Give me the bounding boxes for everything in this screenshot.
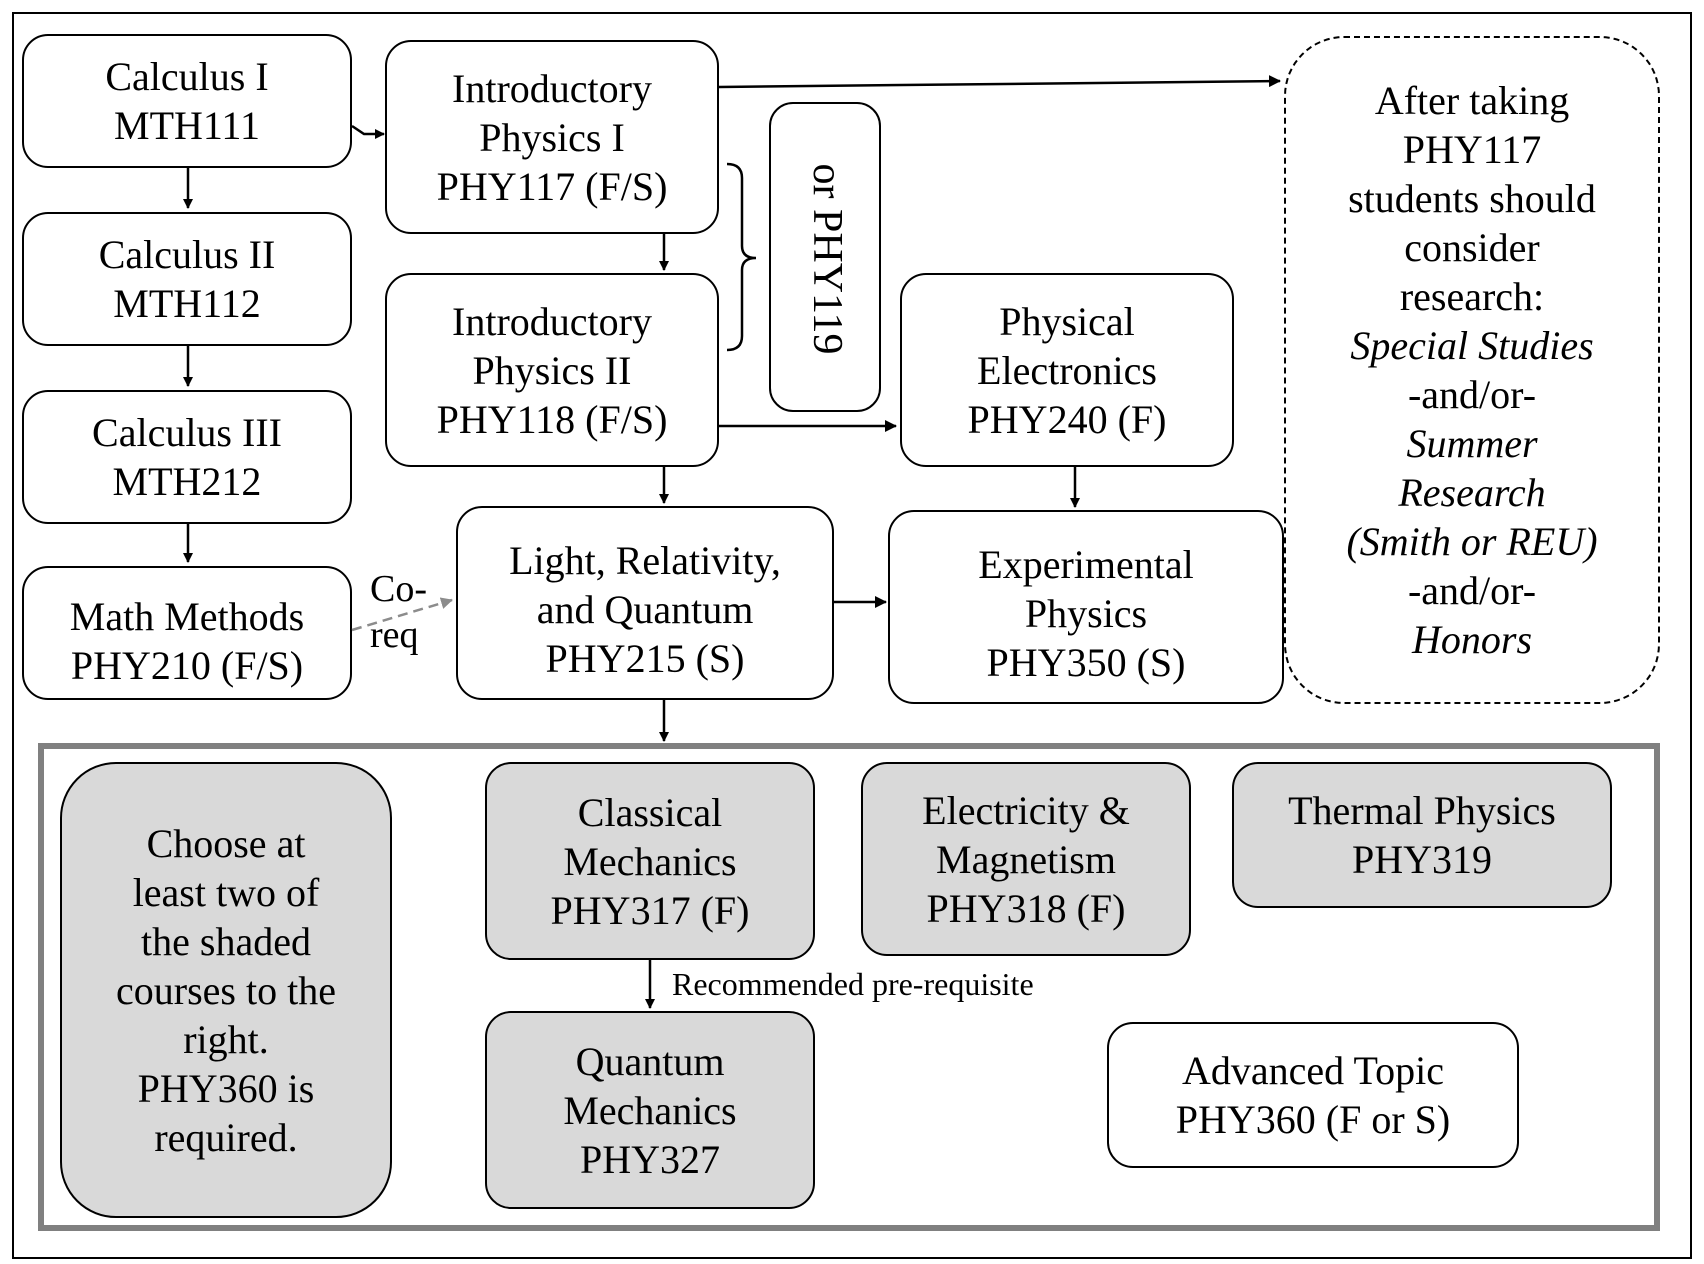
course-phy119-alternative: or PHY119 bbox=[769, 102, 881, 412]
course-phy360: Advanced Topic PHY360 (F or S) bbox=[1107, 1022, 1519, 1168]
course-phy117: Introductory Physics I PHY117 (F/S) bbox=[385, 40, 719, 234]
course-calculus-2: Calculus II MTH112 bbox=[22, 212, 352, 346]
research-note: After taking PHY117 students should cons… bbox=[1284, 36, 1660, 704]
course-calculus-1: Calculus I MTH111 bbox=[22, 34, 352, 168]
recommended-prerequisite-label: Recommended pre-requisite bbox=[672, 966, 1034, 1002]
course-math-methods: Math Methods PHY210 (F/S) bbox=[22, 566, 352, 700]
elective-group-frame bbox=[38, 743, 1660, 1231]
course-phy317: Classical Mechanics PHY317 (F) bbox=[485, 762, 815, 960]
brace-phy117-phy118 bbox=[726, 162, 757, 352]
course-phy319: Thermal Physics PHY319 bbox=[1232, 762, 1612, 908]
course-phy350: Experimental Physics PHY350 (S) bbox=[888, 510, 1284, 704]
course-phy327: Quantum Mechanics PHY327 bbox=[485, 1011, 815, 1209]
course-phy240: Physical Electronics PHY240 (F) bbox=[900, 273, 1234, 467]
course-phy118: Introductory Physics II PHY118 (F/S) bbox=[385, 273, 719, 467]
arrow-calc1-phy117 bbox=[351, 124, 385, 139]
course-phy215: Light, Relativity, and Quantum PHY215 (S… bbox=[456, 506, 834, 700]
arrow-coreq-mathmethods-phy215 bbox=[351, 597, 453, 632]
arrow-phy117-research bbox=[718, 75, 1281, 89]
elective-instructions: Choose at least two of the shaded course… bbox=[60, 762, 392, 1218]
diagram-frame bbox=[12, 12, 1692, 1259]
course-calculus-3: Calculus III MTH212 bbox=[22, 390, 352, 524]
course-phy318: Electricity & Magnetism PHY318 (F) bbox=[861, 762, 1191, 956]
coreq-label: Co- req bbox=[370, 568, 427, 656]
